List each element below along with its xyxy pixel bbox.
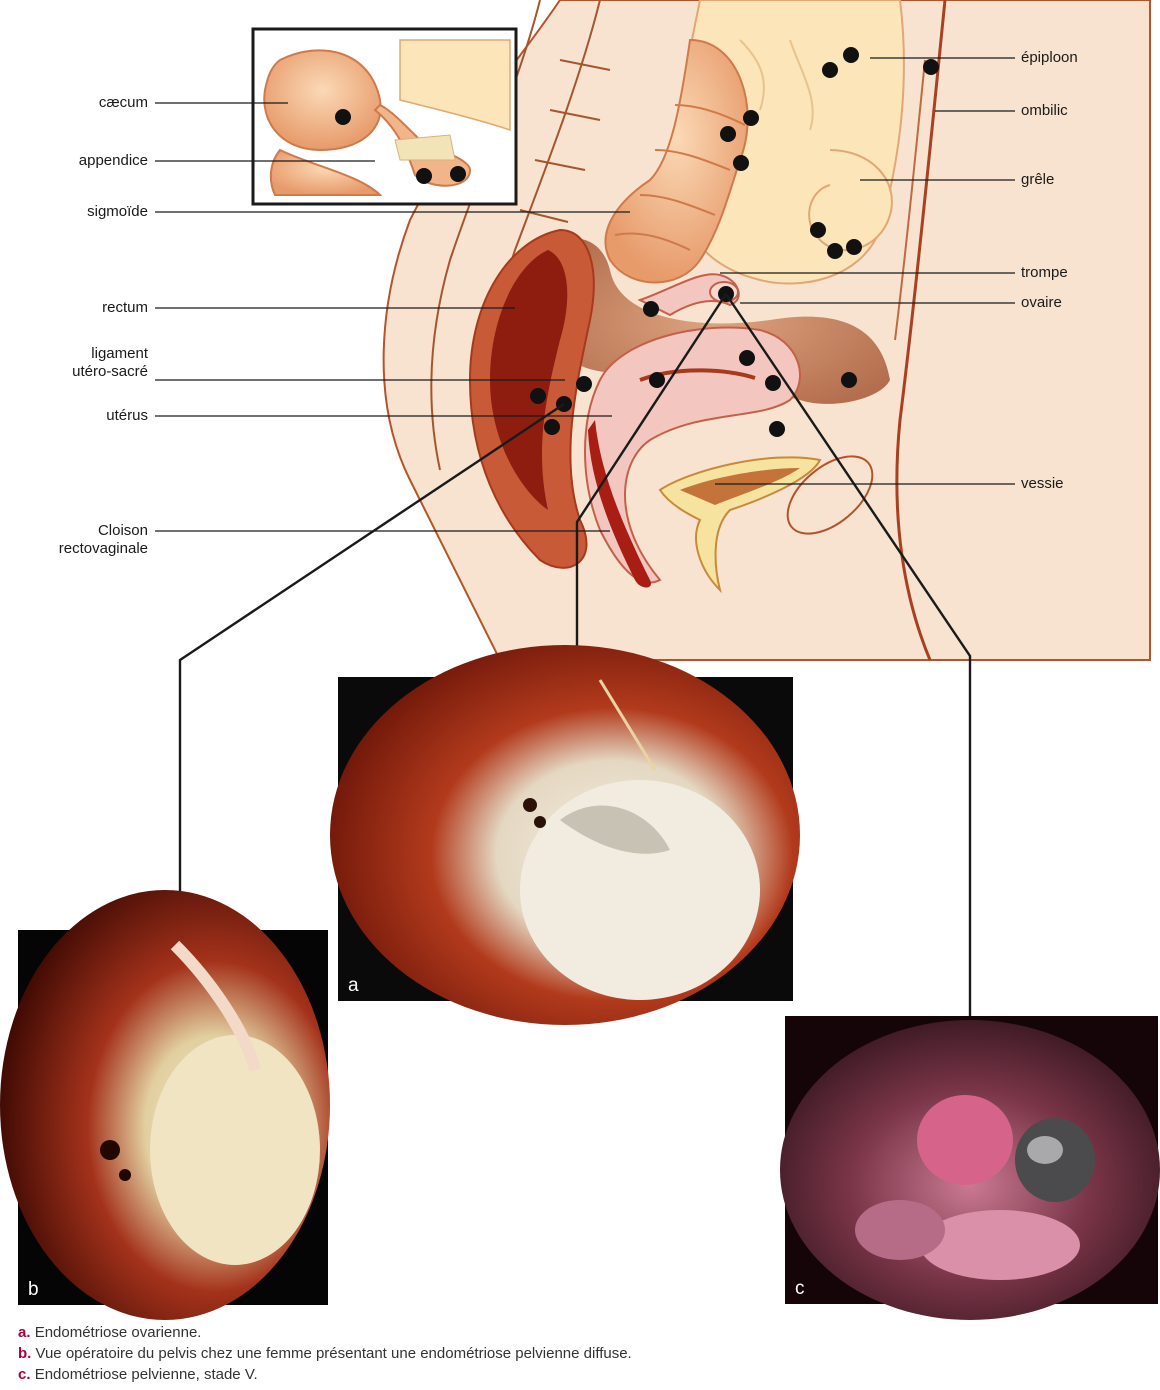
label-caecum: cæcum <box>40 94 148 112</box>
photo-c-letter: c <box>795 1278 805 1300</box>
caption-b-text: Vue opératoire du pelvis chez une femme … <box>36 1345 632 1362</box>
photo-b: b <box>18 930 328 1305</box>
label-ligament-line1: ligament <box>30 345 148 363</box>
label-trompe: trompe <box>1021 264 1068 282</box>
photo-a: a <box>338 677 793 1001</box>
label-cloison-line2: rectovaginale <box>30 540 148 558</box>
label-cloison-line1: Cloison <box>30 522 148 540</box>
label-uterus: utérus <box>40 407 148 425</box>
caption-a: a. Endométriose ovarienne. <box>18 1322 632 1343</box>
inset-caecum <box>253 29 516 204</box>
photo-c: c <box>785 1016 1158 1304</box>
caption-c: c. Endométriose pelvienne, stade V. <box>18 1364 632 1385</box>
figure-captions: a. Endométriose ovarienne. b. Vue opérat… <box>18 1322 632 1385</box>
caption-b-key: b. <box>18 1345 31 1362</box>
label-grele: grêle <box>1021 171 1054 189</box>
caption-c-key: c. <box>18 1366 31 1383</box>
photo-b-letter: b <box>28 1279 39 1301</box>
label-sigmoide: sigmoïde <box>40 203 148 221</box>
label-cloison: Cloison rectovaginale <box>30 522 148 558</box>
label-ombilic: ombilic <box>1021 102 1068 120</box>
label-rectum: rectum <box>40 299 148 317</box>
label-vessie: vessie <box>1021 475 1064 493</box>
caption-c-text: Endométriose pelvienne, stade V. <box>35 1366 258 1383</box>
label-ligament-line2: utéro-sacré <box>30 363 148 381</box>
caption-a-key: a. <box>18 1324 31 1341</box>
label-ligament: ligament utéro-sacré <box>30 345 148 381</box>
label-ovaire: ovaire <box>1021 294 1062 312</box>
caption-a-text: Endométriose ovarienne. <box>35 1324 202 1341</box>
photo-a-letter: a <box>348 975 359 997</box>
caption-b: b. Vue opératoire du pelvis chez une fem… <box>18 1343 632 1364</box>
label-appendice: appendice <box>40 152 148 170</box>
label-epiploon: épiploon <box>1021 49 1078 67</box>
